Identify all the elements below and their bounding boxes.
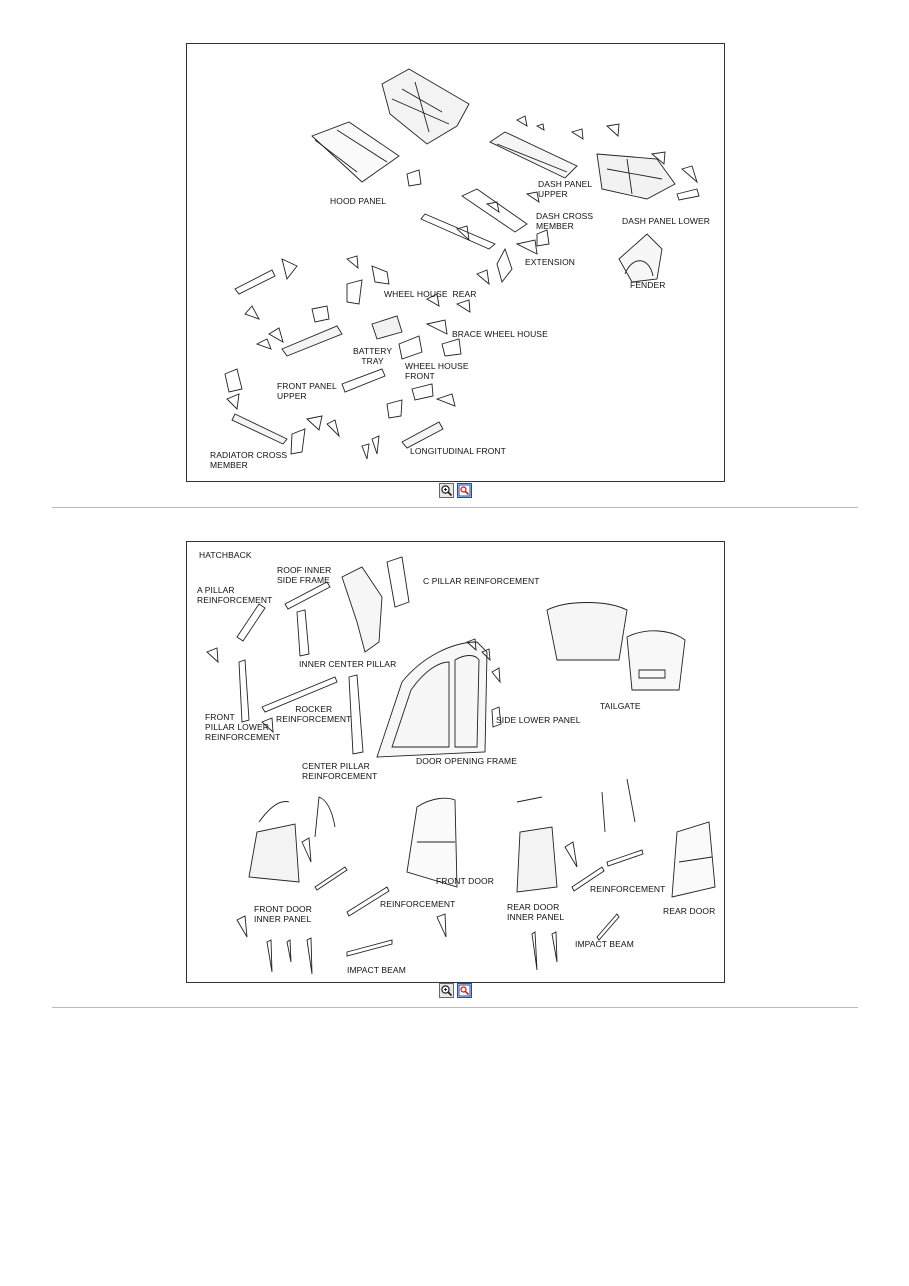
- label-c-pillar-reinforcement: C PILLAR REINFORCEMENT: [423, 576, 540, 586]
- label-tailgate: TAILGATE: [600, 701, 641, 711]
- label-hood-panel: HOOD PANEL: [330, 196, 387, 206]
- label-dash-panel-upper: DASH PANEL UPPER: [538, 179, 593, 199]
- label-rear-door-inner-panel: REAR DOOR INNER PANEL: [507, 902, 565, 922]
- label-rear-reinforcement: REINFORCEMENT: [590, 884, 666, 894]
- zoom-in-icon: [441, 485, 453, 497]
- label-front-panel-upper: FRONT PANEL UPPER: [277, 381, 337, 401]
- figure-toolbar: [439, 983, 472, 998]
- label-side-lower-panel: SIDE LOWER PANEL: [496, 715, 581, 725]
- figure-toolbar: [439, 483, 472, 498]
- label-front-door: FRONT DOOR: [436, 876, 494, 886]
- label-a-pillar-reinforcement: A PILLAR REINFORCEMENT: [197, 585, 273, 605]
- label-longitudinal-front: LONGITUDINAL FRONT: [410, 446, 506, 456]
- label-roof-inner-side-frame: ROOF INNER SIDE FRAME: [277, 565, 332, 585]
- label-dash-cross-member: DASH CROSS MEMBER: [536, 211, 594, 231]
- section-divider: [52, 507, 858, 508]
- label-wheel-house-front: WHEEL HOUSE FRONT: [405, 361, 469, 381]
- section-divider: [52, 1007, 858, 1008]
- label-rocker-reinforcement: ROCKER REINFORCEMENT: [276, 704, 352, 724]
- zoom-in-button[interactable]: [439, 483, 454, 498]
- label-rear-door: REAR DOOR: [663, 906, 716, 916]
- magnify-window-icon: [458, 484, 471, 497]
- label-radiator-cross-member: RADIATOR CROSS MEMBER: [210, 450, 288, 470]
- magnify-window-button[interactable]: [457, 983, 472, 998]
- label-fender: FENDER: [630, 280, 666, 290]
- body-panel-diagram-front: HOOD PANEL DASH PANEL UPPER DASH CROSS M…: [186, 43, 725, 482]
- zoom-in-icon: [441, 985, 453, 997]
- body-panel-diagram-side: HATCHBACK ROOF INNER SIDE FRAME C PILLAR…: [186, 541, 725, 983]
- label-hatchback: HATCHBACK: [199, 550, 252, 560]
- label-front-pillar-lower-reinforcement: FRONT PILLAR LOWER REINFORCEMENT: [205, 712, 281, 742]
- label-center-pillar-reinforcement: CENTER PILLAR REINFORCEMENT: [302, 761, 378, 781]
- zoom-in-button[interactable]: [439, 983, 454, 998]
- side-body-parts-illustration: [206, 556, 716, 975]
- label-wheel-house-rear: WHEEL HOUSE REAR: [384, 289, 477, 299]
- label-brace-wheel-house: BRACE WHEEL HOUSE: [452, 329, 548, 339]
- label-extension: EXTENSION: [525, 257, 576, 267]
- label-front-impact-beam: IMPACT BEAM: [347, 965, 406, 975]
- front-body-parts-illustration: [224, 68, 700, 460]
- magnify-window-button[interactable]: [457, 483, 472, 498]
- label-front-reinforcement: REINFORCEMENT: [380, 899, 456, 909]
- label-door-opening-frame: DOOR OPENING FRAME: [416, 756, 517, 766]
- label-inner-center-pillar: INNER CENTER PILLAR: [299, 659, 397, 669]
- label-dash-panel-lower: DASH PANEL LOWER: [622, 216, 711, 226]
- label-battery-tray: BATTERY TRAY: [353, 346, 393, 366]
- label-rear-impact-beam: IMPACT BEAM: [575, 939, 634, 949]
- magnify-window-icon: [458, 984, 471, 997]
- label-front-door-inner-panel: FRONT DOOR INNER PANEL: [254, 904, 312, 924]
